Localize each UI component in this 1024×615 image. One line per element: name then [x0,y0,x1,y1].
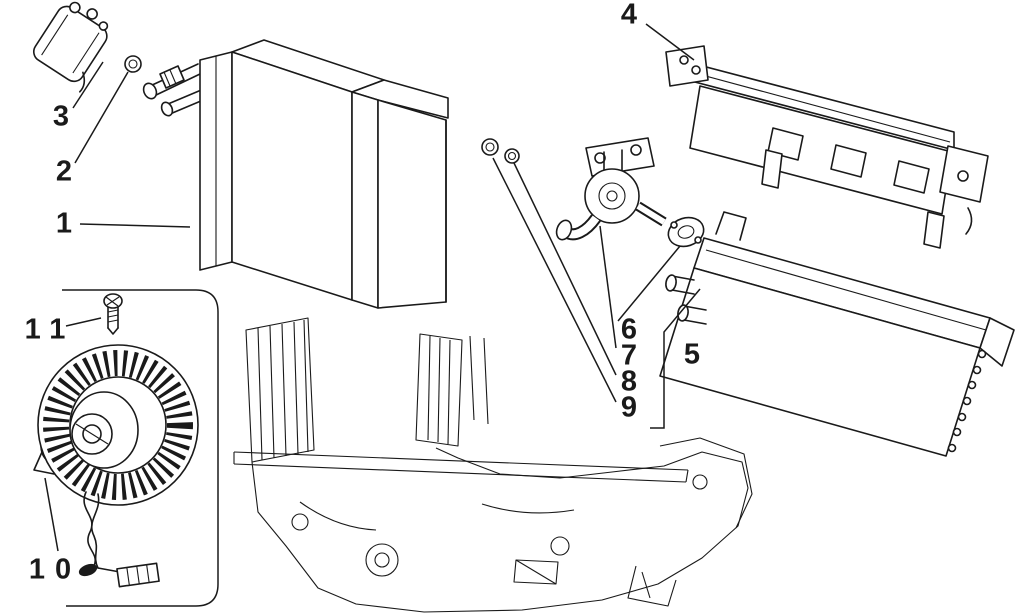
valve-gasket-drawing [667,216,705,248]
leader-line-11 [65,317,102,327]
leader-line-2 [74,71,129,164]
callout-label-8: 8 [620,365,638,398]
valve-assembly-drawing [555,137,667,241]
leader-line-7 [599,225,617,349]
heater-core-drawing [659,211,1015,457]
callout-label-7: 7 [620,339,638,372]
callout-label-10: 10 [28,553,82,586]
receiver-drier-drawing [32,1,109,93]
callout-label-4: 4 [620,0,638,31]
leader-line-10 [44,477,59,552]
callout-label-5: 5 [683,338,701,371]
group-bracket-10-11 [62,289,219,607]
callout-label-6: 6 [620,313,638,346]
callout-label-9: 9 [620,391,638,424]
evaporator-core-drawing [142,39,449,309]
washer-8-drawing [504,148,520,164]
leader-line-4 [645,23,695,61]
blower-motor-drawing [33,344,199,588]
callout-label-2: 2 [55,155,73,188]
leader-line-8 [513,162,617,376]
callout-label-3: 3 [52,100,70,133]
callout-label-11: 11 [24,313,76,346]
leader-line-6 [617,245,681,322]
leader-lines [44,23,701,607]
leader-line-3 [72,61,104,109]
leader-line-1 [79,223,191,228]
screw-drawing [103,293,123,335]
leader-line-9 [492,157,617,403]
washer-9-drawing [481,138,499,156]
hvac-housing-drawing [233,317,753,613]
mounting-bracket-drawing [665,45,989,249]
callout-label-1: 1 [55,207,73,240]
o-ring-drawing [124,55,142,73]
leader-bracket-5 [650,288,701,429]
